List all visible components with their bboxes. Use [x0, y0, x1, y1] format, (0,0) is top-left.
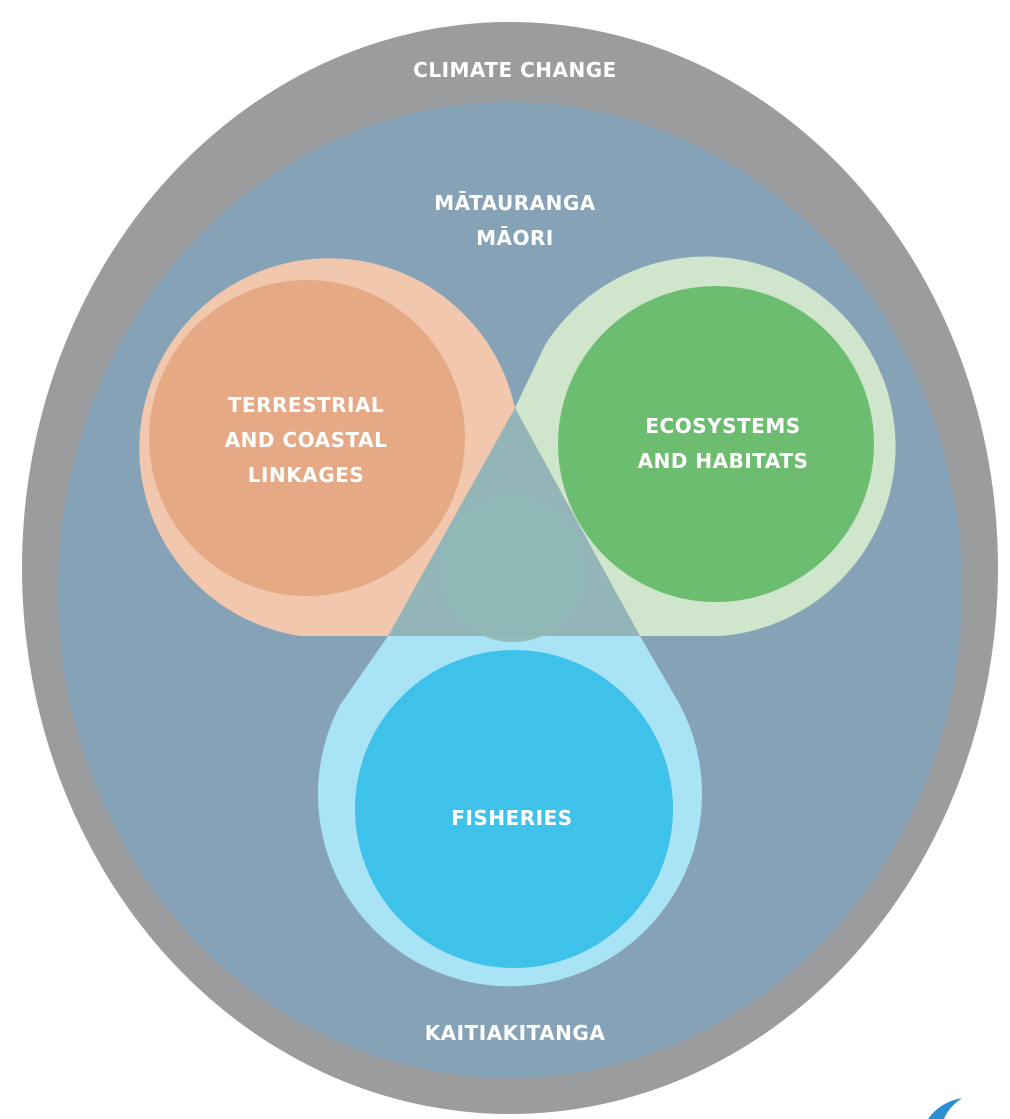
label-matauranga-line1: MĀTAURANGA [434, 191, 596, 215]
label-terrestrial-line3: LINKAGES [248, 463, 364, 487]
label-terrestrial-line1: TERRESTRIAL [228, 393, 384, 417]
label-fisheries: FISHERIES [451, 806, 572, 830]
label-matauranga-line2: MĀORI [476, 226, 554, 250]
label-ecosystems-line2: AND HABITATS [638, 449, 809, 473]
logo-fragment-icon [928, 1098, 962, 1119]
center-circle [440, 496, 586, 642]
terrestrial-circle [149, 280, 465, 596]
label-ecosystems-line1: ECOSYSTEMS [645, 414, 800, 438]
fisheries-circle [355, 650, 673, 968]
label-kaitiakitanga: KAITIAKITANGA [425, 1021, 606, 1045]
label-climate-change: CLIMATE CHANGE [413, 58, 617, 82]
ecosystems-circle [558, 286, 874, 602]
label-terrestrial-line2: AND COASTAL [225, 428, 388, 452]
